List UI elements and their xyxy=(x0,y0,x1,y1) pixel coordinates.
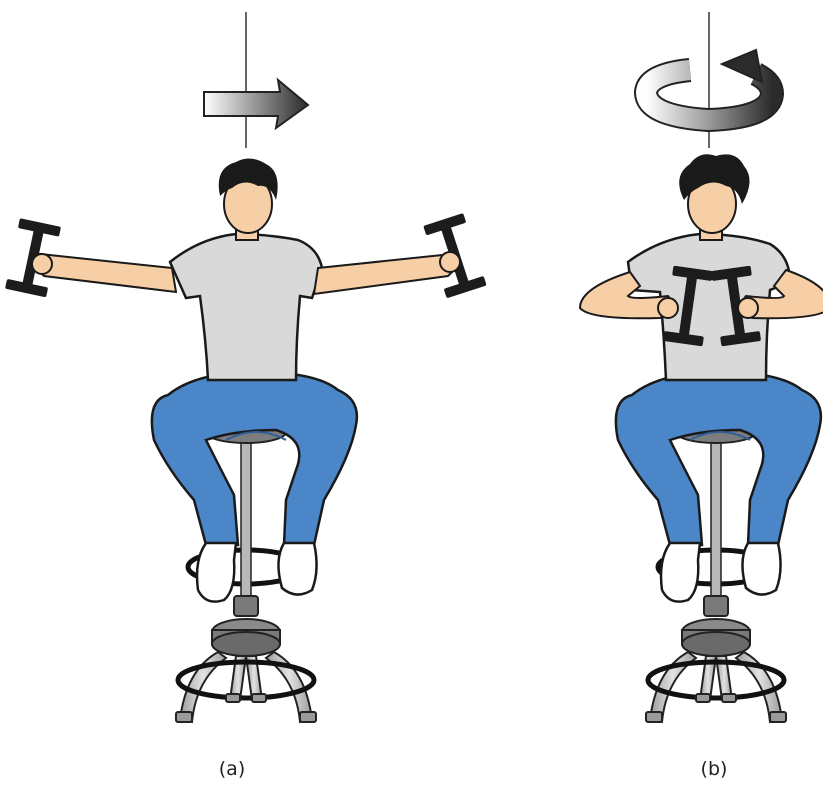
arm-right-a xyxy=(314,254,456,294)
shirt-a xyxy=(170,234,322,380)
panel-b xyxy=(580,12,823,722)
panel-b-caption: (b) xyxy=(684,758,744,780)
rotation-arrow-icon xyxy=(204,80,308,128)
arm-left-a xyxy=(36,254,176,292)
panel-a xyxy=(5,12,487,722)
legs-a xyxy=(152,372,357,602)
panel-a-caption: (a) xyxy=(202,758,262,780)
